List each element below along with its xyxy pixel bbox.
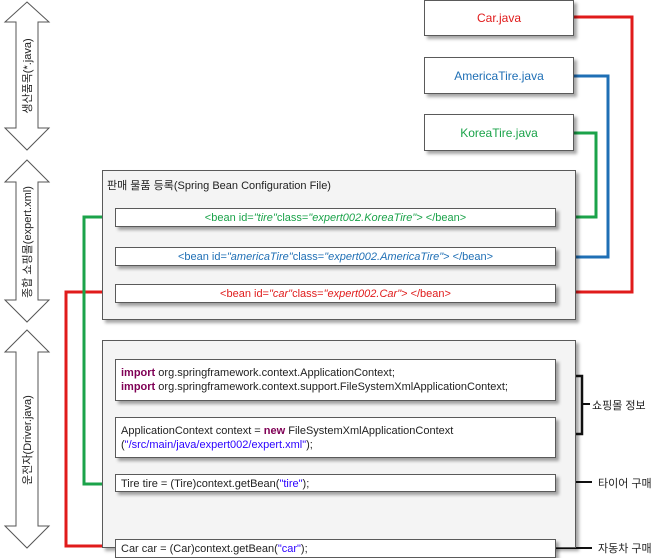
bean-tire-line: <bean id="tire" class="expert002.KoreaTi… <box>115 208 556 227</box>
america-tire-java-box: AmericaTire.java <box>424 57 574 94</box>
context-block: ApplicationContext context = new FileSys… <box>115 417 556 458</box>
car-connector <box>556 15 634 294</box>
context-line-2: ("/src/main/java/expert002/expert.xml"); <box>121 439 313 451</box>
buy-car-annotation: 자동차 구매 <box>598 543 652 555</box>
tire-usage-connector <box>82 215 115 486</box>
mall-info-annotation: 쇼핑몰 정보 <box>592 400 646 412</box>
car-java-label: Car.java <box>476 11 522 25</box>
korea-tire-java-box: KoreaTire.java <box>424 114 574 151</box>
korea-tire-connector <box>556 131 598 219</box>
import-line-1: import org.springframework.context.Appli… <box>121 367 395 379</box>
buy-tire-annotation: 타이어 구매 <box>598 478 652 490</box>
imports-block: import org.springframework.context.Appli… <box>115 359 556 401</box>
import-line-2: import org.springframework.context.suppo… <box>121 381 508 393</box>
production-label: 생산품목(*.java) <box>22 38 34 114</box>
tire-getbean-line: Tire tire = (Tire)context.getBean("tire"… <box>115 474 556 492</box>
bean-america-tire-line: <bean id="americaTire" class="expert002.… <box>115 247 556 266</box>
bean-registry-title: 판매 물품 등록(Spring Bean Configuration File) <box>107 180 331 192</box>
bean-car-line: <bean id="car" class="expert002.Car"> </… <box>115 284 556 303</box>
america-tire-java-label: AmericaTire.java <box>454 68 544 83</box>
car-usage-connector <box>64 290 115 548</box>
mall-label: 종합 쇼핑몰(expert.xml) <box>22 186 34 298</box>
korea-tire-java-label: KoreaTire.java <box>460 125 538 140</box>
driver-label: 운전자(Driver.java) <box>22 395 34 485</box>
car-java-box: Car.java <box>424 0 574 36</box>
america-tire-connector <box>556 74 610 259</box>
mall-arrow <box>3 159 51 323</box>
car-getbean-line: Car car = (Car)context.getBean("car"); <box>115 539 556 558</box>
driver-arrow <box>3 329 51 549</box>
context-line-1: ApplicationContext context = new FileSys… <box>121 425 454 437</box>
production-arrow <box>3 1 51 151</box>
